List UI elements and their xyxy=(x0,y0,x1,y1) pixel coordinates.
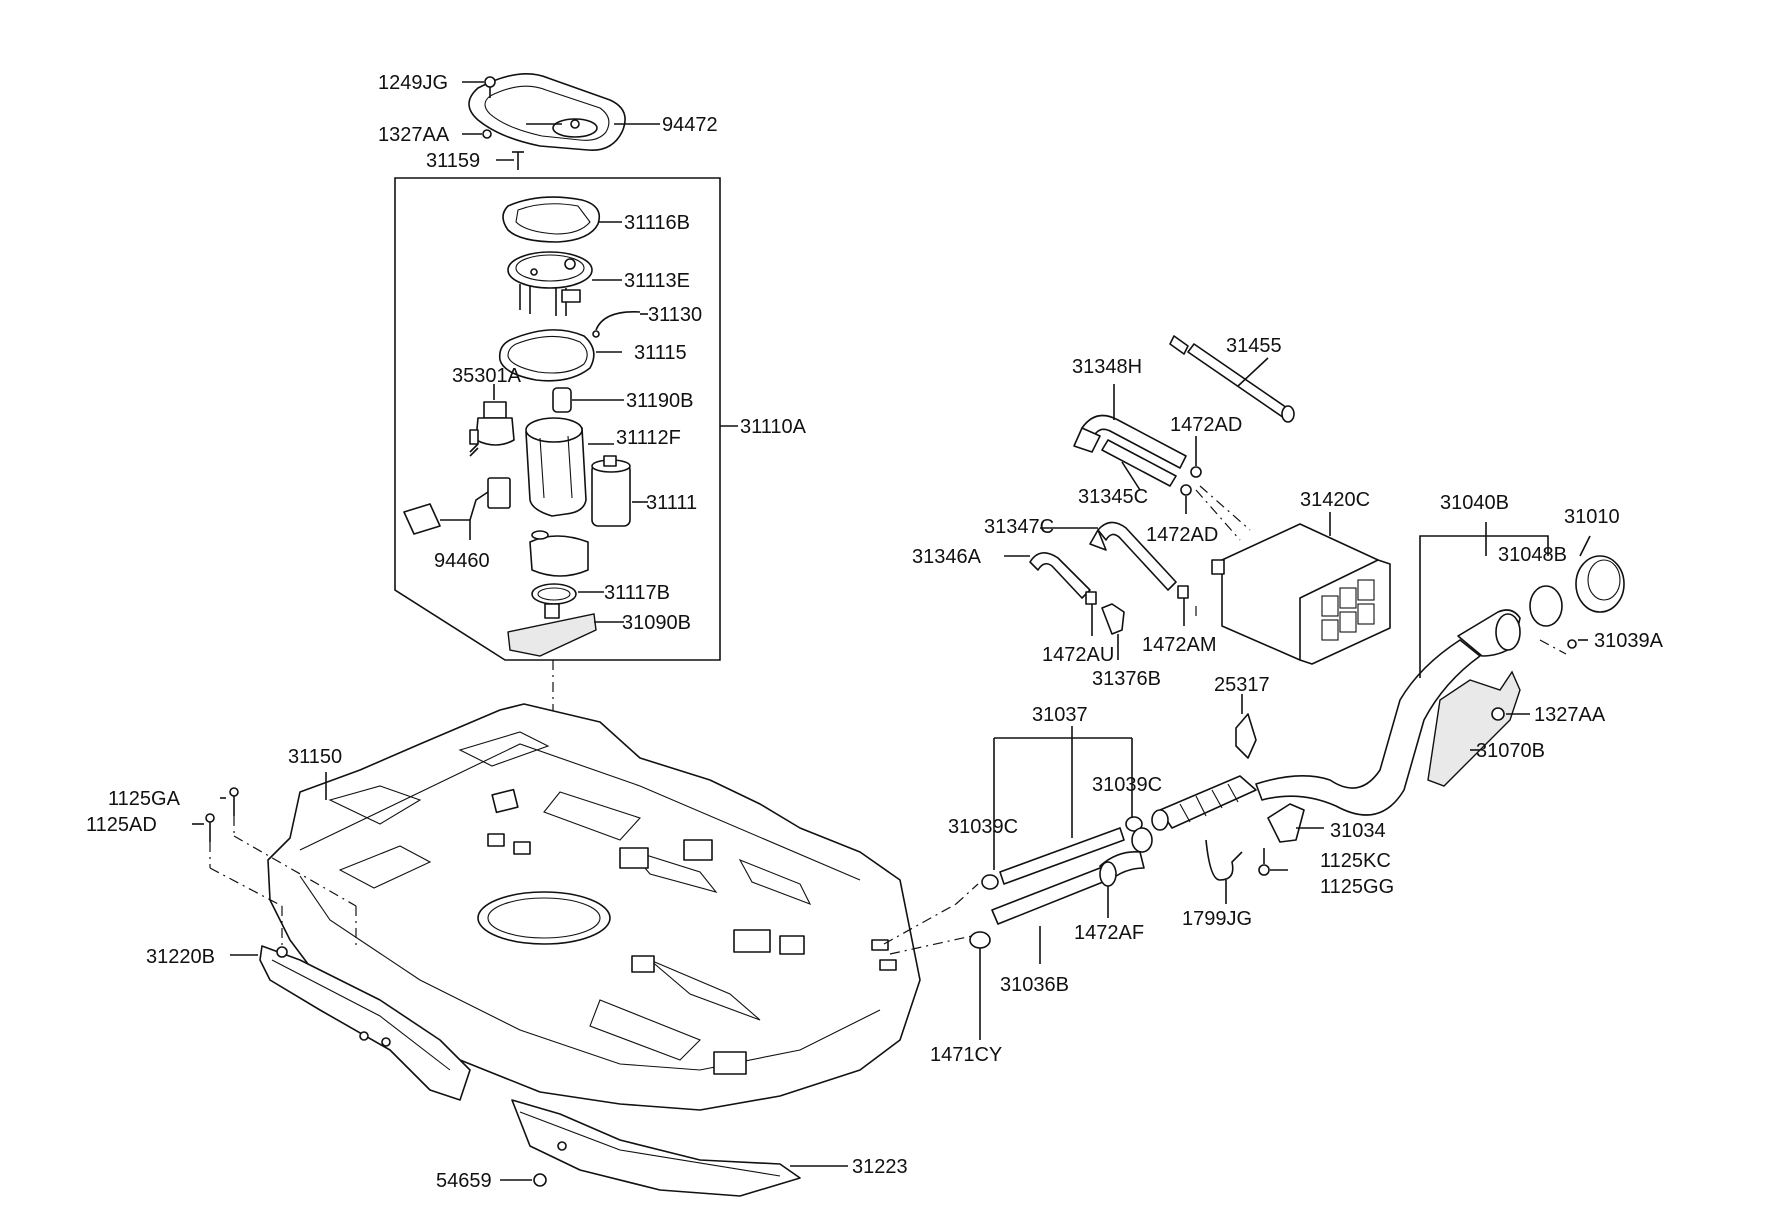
wire-1799JG xyxy=(1205,839,1243,881)
label-31190B: 31190B xyxy=(626,390,693,412)
label-31111: 31111 xyxy=(646,492,697,514)
reservoir-cup xyxy=(529,535,589,577)
flange-plate-31113E xyxy=(507,251,593,289)
label-25317: 25317 xyxy=(1214,674,1270,696)
label-31113E: 31113E xyxy=(624,270,690,292)
pressure-regulator-35301A xyxy=(469,384,515,457)
clamp-1472AD-b xyxy=(1180,484,1192,496)
label-31039C-right: 31039C xyxy=(1092,774,1162,796)
bolts-1125GA-1125AD xyxy=(192,787,357,950)
fuel-tank-group xyxy=(267,703,921,1111)
bracket-31034 xyxy=(1267,803,1305,843)
label-31347C: 31347C xyxy=(984,516,1054,538)
strap-31220B xyxy=(259,945,471,1101)
label-31039C-left: 31039C xyxy=(948,816,1018,838)
clamp-31039C-left xyxy=(981,874,999,890)
filler-housing-31070B xyxy=(1427,670,1521,787)
hose-31346A xyxy=(1029,552,1091,599)
bolt-1125KC-1125GG xyxy=(1258,864,1270,876)
label-1472AF: 1472AF xyxy=(1074,922,1144,944)
label-31348H: 31348H xyxy=(1072,356,1142,378)
clamp-1472AF xyxy=(1099,861,1117,887)
hose-31037 xyxy=(999,827,1125,885)
filler-neck-corrugated xyxy=(1159,775,1257,829)
label-1327AA-right: 1327AA xyxy=(1534,704,1606,726)
label-35301A: 35301A xyxy=(452,365,522,387)
clip-25317 xyxy=(1235,713,1257,759)
label-54659: 54659 xyxy=(436,1170,492,1192)
filler-gasket-31048B xyxy=(1529,585,1563,627)
clamp-31039C-right xyxy=(1125,816,1143,832)
label-31345C: 31345C xyxy=(1078,486,1148,508)
label-1125AD: 1125AD xyxy=(86,814,157,836)
label-31039A: 31039A xyxy=(1594,630,1664,652)
label-31070B: 31070B xyxy=(1476,740,1545,762)
label-1125GA: 1125GA xyxy=(108,788,181,810)
lock-ring-31116B xyxy=(502,196,601,243)
label-1125KC: 1125KC xyxy=(1320,850,1391,872)
label-31090B: 31090B xyxy=(622,612,691,634)
screw-31039A xyxy=(1567,639,1577,649)
label-31040B: 31040B xyxy=(1440,492,1509,514)
label-1249JG: 1249JG xyxy=(378,72,448,94)
label-94472: 94472 xyxy=(662,114,718,136)
joint-31376B xyxy=(1101,603,1125,635)
label-1327AA-top: 1327AA xyxy=(378,124,450,146)
label-94460: 94460 xyxy=(434,550,490,572)
label-31420C: 31420C xyxy=(1300,489,1370,511)
o-ring-31117B xyxy=(531,583,577,605)
nut-1327AA-right xyxy=(1491,707,1505,721)
label-31220B: 31220B xyxy=(146,946,215,968)
clamp-1471CY xyxy=(969,931,991,949)
assembly-frame-31110A xyxy=(394,177,721,661)
nut-54659 xyxy=(533,1173,547,1187)
label-31115: 31115 xyxy=(634,342,687,364)
label-1471CY: 1471CY xyxy=(930,1044,1002,1066)
wire-31130 xyxy=(595,311,641,331)
nut-1327AA-top xyxy=(482,129,492,139)
part-labels: 1249JG 94472 1327AA 31159 31116B 31113E … xyxy=(86,72,1664,1192)
label-31223: 31223 xyxy=(852,1156,908,1178)
label-31037: 31037 xyxy=(1032,704,1088,726)
clamp-1472AU xyxy=(1085,591,1097,605)
label-1472AD-b: 1472AD xyxy=(1146,524,1218,546)
label-31346A: 31346A xyxy=(912,546,982,568)
filler-pipe-31040B xyxy=(1255,639,1481,816)
clamp-1472AD-a xyxy=(1190,466,1202,478)
label-1125GG: 1125GG xyxy=(1320,876,1394,898)
filler-and-vent-group xyxy=(883,522,1625,1040)
pump-module-group xyxy=(394,72,738,930)
module-base-31090B xyxy=(507,613,597,657)
filter-31190B xyxy=(552,387,572,413)
hose-31347C xyxy=(1097,521,1177,591)
pump-opening xyxy=(477,891,611,945)
label-31159: 31159 xyxy=(426,150,480,172)
fuel-cap-31010 xyxy=(1575,555,1625,613)
label-1799JG: 1799JG xyxy=(1182,908,1252,930)
label-31112F: 31112F xyxy=(616,427,681,449)
label-31117B: 31117B xyxy=(604,582,670,604)
label-31036B: 31036B xyxy=(1000,974,1069,996)
label-31116B: 31116B xyxy=(624,212,690,234)
label-31455: 31455 xyxy=(1226,335,1282,357)
fuel-pump-31111 xyxy=(591,455,648,527)
clamp-1472AM xyxy=(1177,585,1189,599)
label-1472AM: 1472AM xyxy=(1142,634,1217,656)
label-31034: 31034 xyxy=(1330,820,1386,842)
strap-31223 xyxy=(511,1099,801,1197)
label-31150: 31150 xyxy=(288,746,342,768)
label-1472AD-a: 1472AD xyxy=(1170,414,1242,436)
canister-group xyxy=(1004,335,1391,665)
label-31048B: 31048B xyxy=(1498,544,1567,566)
label-31130: 31130 xyxy=(648,304,702,326)
screw-1249JG xyxy=(484,76,496,88)
label-31010: 31010 xyxy=(1564,506,1620,528)
label-31376B: 31376B xyxy=(1092,668,1161,690)
fuel-level-sender-94460 xyxy=(403,477,511,540)
label-31110A: 31110A xyxy=(740,416,807,438)
label-1472AU: 1472AU xyxy=(1042,644,1114,666)
